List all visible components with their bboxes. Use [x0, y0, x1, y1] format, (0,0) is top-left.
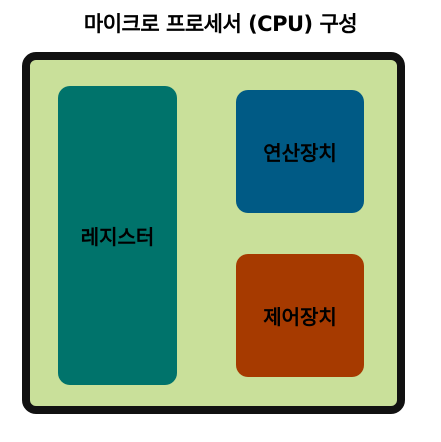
- registers-label: 레지스터: [80, 225, 155, 249]
- diagram-title: 마이크로 프로세서 (CPU) 구성: [83, 12, 358, 36]
- alu-label: 연산장치: [263, 141, 337, 165]
- registers-block: 레지스터: [58, 86, 177, 385]
- control-unit-label: 제어장치: [263, 305, 337, 329]
- control-unit-block: 제어장치: [236, 254, 364, 377]
- alu-block: 연산장치: [236, 90, 364, 213]
